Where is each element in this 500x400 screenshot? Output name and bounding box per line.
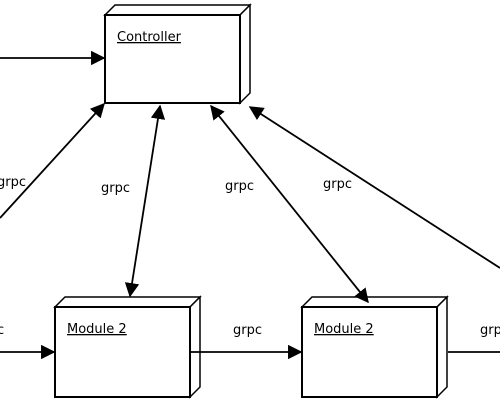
module-b-node[interactable]: Module 2 [300,295,449,399]
edge-label-controller-module-a: grpc [101,181,130,196]
edge-label-module-b-right: grp [480,323,500,338]
edge-label-left-controller: grpc [0,175,26,190]
edge-right-to-controller [248,106,500,269]
module-b-label: Module 2 [314,322,374,337]
controller-node[interactable]: Controller [103,3,252,105]
module-a-node-side [189,295,201,399]
module-a-label: Module 2 [67,322,127,337]
edge-label-controller-module-b: grpc [225,179,254,194]
module-a-node-front [54,306,191,398]
controller-node-front [104,14,241,104]
edge-controller-module-a [124,104,166,298]
edge-controller-module-b [210,104,369,304]
edge-label-left-module-a: c [0,323,4,338]
module-b-node-front [301,306,438,398]
edge-label-right-controller: grpc [323,177,352,192]
controller-label: Controller [117,30,182,45]
module-a-node[interactable]: Module 2 [53,295,202,399]
controller-node-side [239,3,251,105]
module-a-node-top [53,296,202,308]
module-b-node-side [436,295,448,399]
module-b-node-top [300,296,449,308]
edge-label-module-a-module-b: grpc [233,323,262,338]
edge-left-diagonal-to-controller [0,102,105,219]
controller-node-top [103,4,252,16]
